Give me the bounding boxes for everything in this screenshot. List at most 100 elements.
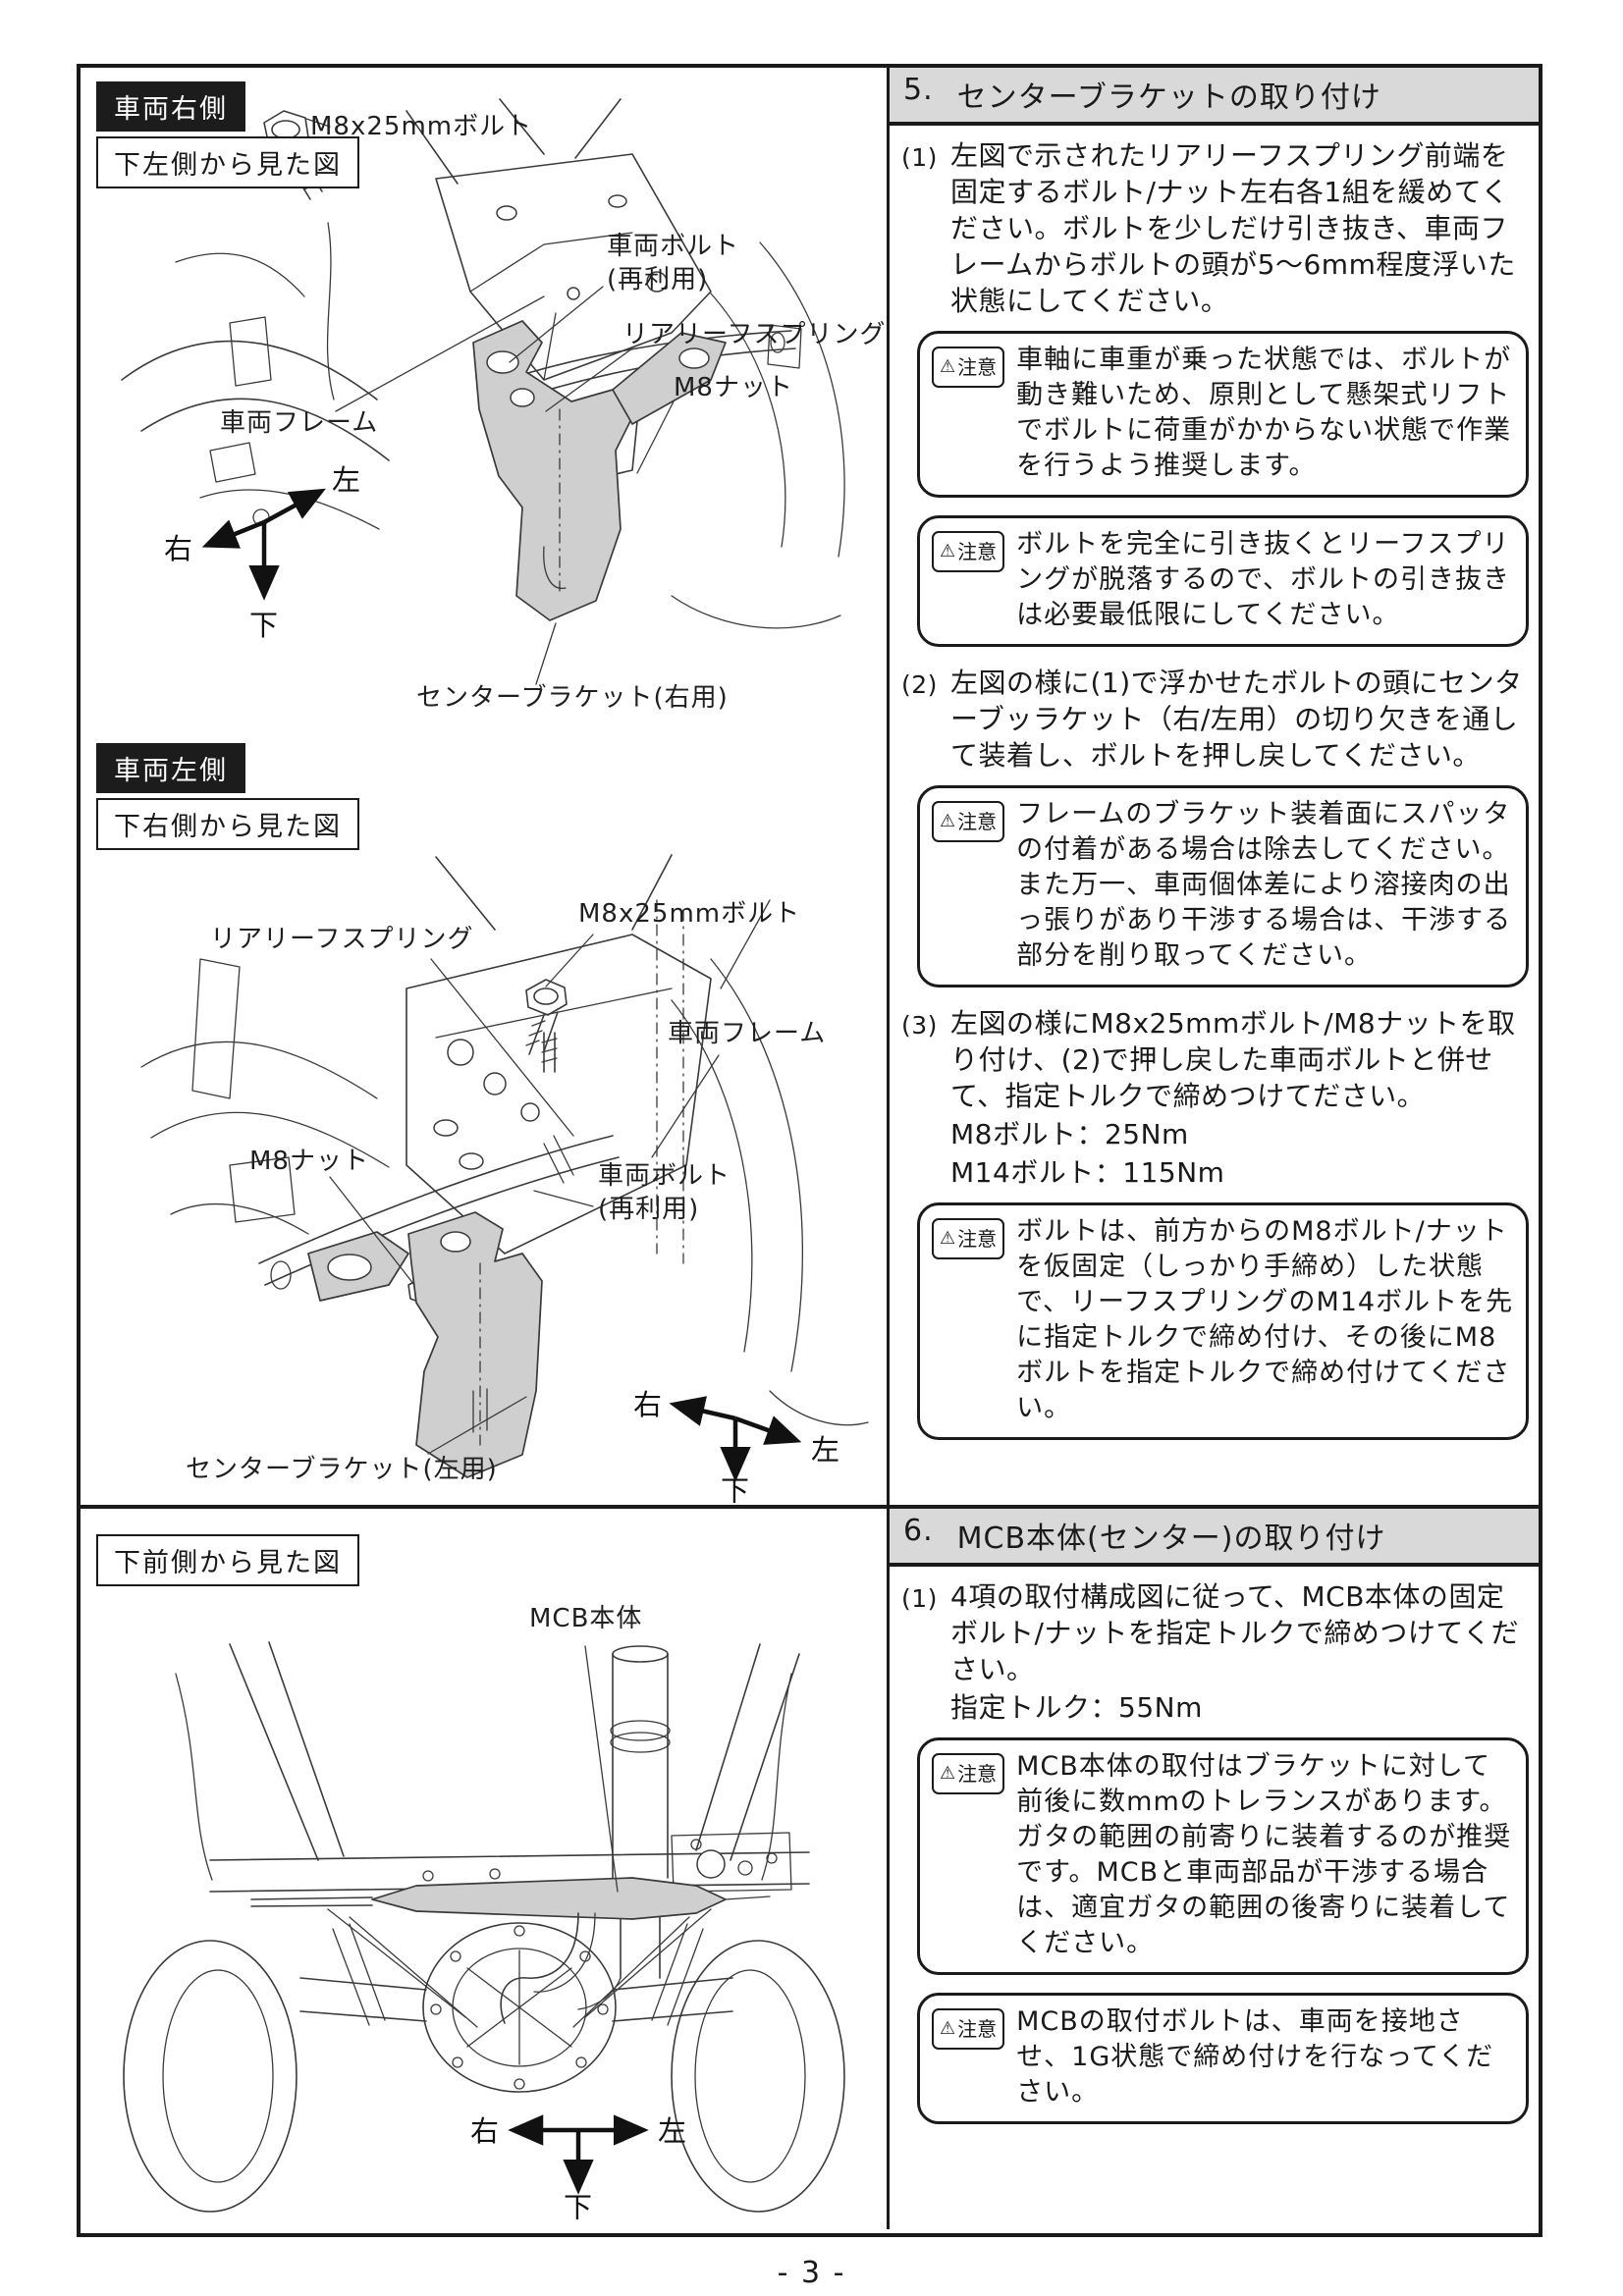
compass-left-label: 左 [658,2114,686,2148]
leader-line [427,1396,527,1455]
step-text-main: 左図の様にM8x25mmボルト/M8ナットを取り付け、(2)で押し戻した車両ボル… [950,1007,1516,1112]
step-1: (1) 左図で示されたリアリーフスプリング前端を固定するボルト/ナット左右各1組… [901,137,1531,319]
leader-line [535,622,557,685]
step-text: 左図で示されたリアリーフスプリング前端を固定するボルト/ナット左右各1組を緩めて… [950,139,1516,317]
leader-line [636,400,675,474]
compass-down-label: 下 [564,2191,592,2219]
vehicle-left-side-badge: 車両左側 [96,743,245,793]
compass-icon: 右 左 下 [470,2114,686,2219]
caution-badge: ⚠ 注意 [932,531,1005,572]
step-text-main: 4項の取付構成図に従って、MCB本体の固定ボルト/ナットを指定トルクで締めつけて… [950,1580,1520,1685]
label-vehicle-bolt: 車両ボルト [598,1161,730,1191]
label-vehicle-bolt-reuse: (再利用) [598,1195,699,1224]
label-center-bracket-left: センターブラケット(左用) [186,1455,498,1484]
label-m8-nut: M8ナット [674,373,793,402]
caution-badge-label: 注意 [957,2017,998,2041]
label-m8-nut: M8ナット [249,1147,369,1176]
view-label-bottom-right: 下右側から見た図 [96,798,359,850]
section5-text-cell: 5. センターブラケットの取り付け (1) 左図で示されたリアリーフスプリング前… [890,68,1539,1509]
label-vehicle-frame: 車両フレーム [668,1019,826,1048]
view-label-bottom-left: 下左側から見た図 [96,136,359,188]
right-tire [671,1940,845,2213]
mcb-body-shape [250,1877,771,1920]
caution-text: 車軸に車重が乗った状態では、ボルトが動き難いため、原則として懸架式リフトでボルト… [1016,345,1512,481]
warning-icon: ⚠ [940,1763,956,1784]
section6-title: MCB本体(センター)の取り付け [956,1522,1386,1556]
step-2: (2) 左図の様に(1)で浮かせたボルトの頭にセンターブッラケット（右/左用）の… [901,665,1531,774]
label-mcb-body: MCB本体 [529,1604,642,1633]
caution-text: ボルトを完全に引き抜くとリーフスプリングが脱落するので、ボルトの引き抜きは必要最… [1016,529,1511,630]
caution-text: MCBの取付ボルトは、車両を接地させ、1G状態で締め付けを行なってください。 [1016,2006,1494,2108]
label-center-bracket-right: センターブラケット(右用) [416,683,729,713]
step-text: 左図の様に(1)で浮かせたボルトの頭にセンターブッラケット（右/左用）の切り欠き… [950,667,1523,772]
section5-header: 5. センターブラケットの取り付け [890,68,1539,126]
diagram-mcb-body: MCB本体 右 左 下 [123,1604,845,2219]
m8-bolt-icon [525,979,568,1055]
left-tire [123,1940,298,2213]
leader-line [329,1176,415,1286]
caution-badge: ⚠ 注意 [932,2008,1005,2050]
step-number: (1) [901,1584,938,1613]
content-frame: 車両右側 下左側から見た図 [77,64,1542,2237]
caution-badge-label: 注意 [957,540,998,563]
torque-spec-m14: M14ボルト：115Nm [950,1156,1225,1189]
section5-number: 5. [903,73,934,107]
center-bracket-left-shape [407,1211,543,1478]
section5-diagram-cell: 車両右側 下左側から見た図 [81,68,890,1509]
leader-line [335,295,545,412]
step-number: (1) [901,143,938,172]
compass-right-label: 右 [470,2114,499,2148]
section6-header: 6. MCB本体(センター)の取り付け [890,1509,1539,1567]
caution-box-4: ⚠ 注意 ボルトは、前方からのM8ボルト/ナットを仮固定（しっかり手締め）した状… [917,1202,1529,1440]
leader-line [533,1190,594,1207]
stud-icon [541,1032,558,1073]
leader-line [305,118,331,128]
warning-icon: ⚠ [940,541,956,561]
label-vehicle-bolt-reuse: (再利用) [607,265,708,294]
caution-box-1: ⚠ 注意 車軸に車重が乗った状態では、ボルトが動き難いため、原則として懸架式リフ… [917,331,1529,498]
diagram-right-bracket: M8x25mmボルト 車両ボルト (再利用) リアリーフスプリング M8ナット … [121,98,884,713]
step-number: (2) [901,670,938,699]
compass-left-label: 左 [332,463,360,497]
step-1: (1) 4項の取付構成図に従って、MCB本体の固定ボルト/ナットを指定トルクで締… [901,1578,1531,1726]
caution-text: フレームのブラケット装着面にスパッタの付着がある場合は除去してください。また万一… [1016,799,1512,971]
caution-box-6: ⚠ 注意 MCBの取付ボルトは、車両を接地させ、1G状態で締め付けを行なってくだ… [917,1993,1529,2124]
caution-box-5: ⚠ 注意 MCB本体の取付はブラケットに対して前後に数mmのトレランスがあります… [917,1737,1529,1975]
compass-right-label: 右 [164,532,192,565]
caution-box-3: ⚠ 注意 フレームのブラケット装着面にスパッタの付着がある場合は除去してください… [917,785,1529,988]
compass-icon: 右 左 下 [164,463,360,642]
label-vehicle-frame: 車両フレーム [220,408,378,438]
compass-right-label: 右 [633,1388,662,1421]
compass-left-label: 左 [811,1433,839,1467]
step-text: 4項の取付構成図に従って、MCB本体の固定ボルト/ナットを指定トルクで締めつけて… [950,1578,1531,1726]
caution-badge: ⚠ 注意 [932,1753,1005,1794]
label-vehicle-bolt: 車両ボルト [607,232,739,261]
caution-text: MCB本体の取付はブラケットに対して前後に数mmのトレランスがあります。ガタの範… [1016,1751,1512,1958]
step-3: (3) 左図の様にM8x25mmボルト/M8ナットを取り付け、(2)で押し戻した… [901,1005,1531,1191]
label-m8x25-bolt: M8x25mmボルト [578,899,800,929]
leader-line [584,1645,619,1893]
label-rear-leaf-spring: リアリーフスプリング [622,320,884,349]
section5-title: センターブラケットの取り付け [956,80,1381,115]
differential-housing [422,1922,617,2093]
caution-badge: ⚠ 注意 [932,1218,1005,1259]
vehicle-right-side-badge: 車両右側 [96,81,245,132]
section6-number: 6. [903,1514,934,1548]
caution-badge: ⚠ 注意 [932,347,1005,388]
step-number: (3) [901,1011,938,1040]
page-number: - 3 - [777,2256,846,2290]
warning-icon: ⚠ [940,356,956,377]
section6-text-cell: 6. MCB本体(センター)の取り付け (1) 4項の取付構成図に従って、MCB… [890,1509,1539,2229]
step-text: 左図の様にM8x25mmボルト/M8ナットを取り付け、(2)で押し戻した車両ボル… [950,1005,1531,1191]
leader-line [509,286,604,363]
leader-line [545,347,633,412]
compass-down-label: 下 [249,609,278,642]
caution-badge-label: 注意 [957,1762,998,1786]
caution-badge: ⚠ 注意 [932,801,1005,842]
caution-badge-label: 注意 [957,1227,998,1251]
label-rear-leaf-spring: リアリーフスプリング [210,925,473,954]
caution-badge-label: 注意 [957,810,998,833]
leader-line [651,1054,720,1158]
leader-line [430,958,574,1137]
